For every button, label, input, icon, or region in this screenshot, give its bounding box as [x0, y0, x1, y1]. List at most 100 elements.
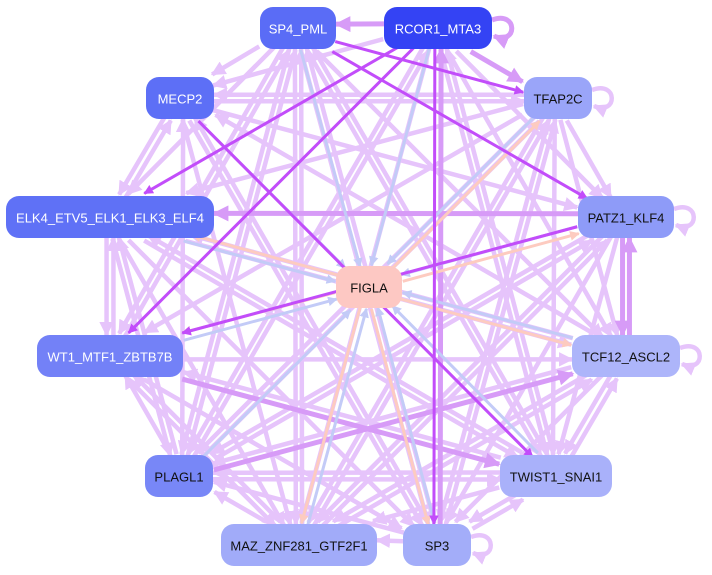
node-label: SP3 — [425, 539, 450, 554]
node-label: ELK4_ETV5_ELK1_ELK3_ELF4 — [16, 211, 204, 226]
edge-rcor1_mta3-to-figla — [369, 47, 431, 267]
edge-plagl1-to-figla — [201, 309, 352, 459]
edge-tcf12_ascl2-to-twist1_snai1 — [563, 374, 613, 455]
node-box[interactable] — [336, 266, 402, 308]
node-box[interactable] — [403, 524, 471, 566]
edge-sp4_pml-to-patz1_klf4 — [331, 50, 589, 200]
edge-maz-to-figla — [306, 307, 369, 526]
edge-sp4_pml-to-plagl1 — [177, 47, 292, 456]
edge-sp3-to-sp3 — [470, 533, 493, 565]
edge-sp3-to-plagl1 — [212, 478, 405, 535]
edge-plagl1-to-patz1_klf4 — [213, 238, 593, 462]
node-box[interactable] — [578, 196, 674, 238]
node-label: MAZ_ZNF281_GTF2F1 — [230, 539, 367, 554]
node-label: TFAP2C — [533, 92, 582, 107]
edge-plagl1-to-tcf12_ascl2 — [213, 369, 575, 473]
node-plagl1[interactable]: PLAGL1 — [145, 455, 213, 497]
edge-tfap2c-to-figla — [386, 115, 536, 265]
edge-patz1_klf4-to-plagl1 — [210, 233, 589, 456]
edge-twist1_snai1-to-sp4_pml — [310, 46, 549, 455]
edge-rcor1_mta3-to-tfap2c — [469, 49, 524, 84]
edge-twist1_snai1-to-maz — [371, 485, 500, 525]
edge-sp4_pml-to-tfap2c — [334, 40, 525, 95]
edge-tcf12_ascl2-to-figla — [401, 290, 574, 340]
node-box[interactable] — [37, 335, 183, 377]
edge-twist1_snai1-to-tcf12_ascl2 — [569, 377, 619, 458]
edge-twist1_snai1-to-figla — [391, 304, 539, 454]
edge-maz-to-wt1 — [132, 373, 283, 524]
edge-tcf12_ascl2-to-plagl1 — [210, 365, 572, 468]
node-label: PATZ1_KLF4 — [588, 211, 665, 226]
node-label: PLAGL1 — [154, 470, 203, 485]
edge-twist1_snai1-to-rcor1_mta3 — [442, 46, 556, 455]
node-box[interactable] — [146, 77, 214, 119]
edge-tfap2c-to-tfap2c — [591, 86, 614, 118]
node-twist1-snai1[interactable]: TWIST1_SNAI1 — [500, 455, 612, 497]
node-sp4-pml[interactable]: SP4_PML — [260, 7, 336, 49]
edge-sp4_pml-to-mecp2 — [210, 44, 261, 77]
edge-figla-to-patz1_klf4 — [402, 231, 580, 283]
node-tfap2c[interactable]: TFAP2C — [524, 77, 592, 119]
edge-maz-to-sp4_pml — [293, 47, 309, 524]
node-label: WT1_MTF1_ZBTB7B — [48, 350, 173, 365]
edge-tcf12_ascl2-to-tcf12_ascl2 — [679, 344, 702, 376]
edge-sp3-to-figla — [375, 306, 437, 524]
node-maz[interactable]: MAZ_ZNF281_GTF2F1 — [221, 524, 377, 566]
edge-elk4-to-mecp2 — [123, 119, 173, 199]
edge-figla-to-sp3 — [369, 308, 431, 526]
edge-figla-to-maz — [299, 306, 362, 525]
edge-plagl1-to-rcor1_mta3 — [191, 49, 431, 458]
edge-tfap2c-to-maz — [306, 116, 546, 524]
edge-sp3-to-rcor1_mta3 — [433, 47, 450, 525]
edge-sp3-to-mecp2 — [192, 116, 430, 524]
node-box[interactable] — [500, 455, 612, 497]
edge-rcor1_mta3-to-elk4 — [143, 45, 401, 195]
node-box[interactable] — [145, 455, 213, 497]
edge-wt1-to-maz — [126, 377, 277, 528]
node-elk4[interactable]: ELK4_ETV5_ELK1_ELK3_ELF4 — [6, 196, 214, 238]
node-box[interactable] — [384, 7, 492, 49]
node-box[interactable] — [524, 77, 592, 119]
node-label: TCF12_ASCL2 — [582, 350, 670, 365]
edge-tfap2c-to-patz1_klf4 — [564, 119, 613, 199]
node-box[interactable] — [6, 196, 214, 238]
edge-figla-to-elk4 — [191, 232, 338, 277]
node-box[interactable] — [572, 335, 680, 377]
edge-figla-to-tcf12_ascl2 — [400, 297, 573, 348]
edge-sp4_pml-to-maz — [288, 49, 304, 526]
node-label: TWIST1_SNAI1 — [510, 470, 602, 485]
node-figla[interactable]: FIGLA — [336, 266, 402, 308]
node-rcor1-mta3[interactable]: RCOR1_MTA3 — [384, 7, 492, 49]
edge-tcf12_ascl2-to-mecp2 — [214, 112, 593, 335]
edge-sp3-to-twist1_snai1 — [471, 497, 525, 531]
node-label: RCOR1_MTA3 — [395, 22, 481, 37]
edge-maz-to-tfap2c — [311, 119, 551, 527]
node-sp3[interactable]: SP3 — [403, 524, 471, 566]
edge-maz-to-patz1_klf4 — [320, 238, 610, 528]
edge-rcor1_mta3-to-sp3 — [429, 48, 439, 525]
node-label: SP4_PML — [269, 22, 328, 37]
node-label: FIGLA — [350, 281, 388, 296]
edge-maz-to-plagl1 — [213, 490, 267, 524]
edge-twist1_snai1-to-elk4 — [146, 233, 523, 455]
edge-wt1-to-sp4_pml — [122, 49, 291, 338]
node-mecp2[interactable]: MECP2 — [146, 77, 214, 119]
edge-elk4-to-twist1_snai1 — [143, 238, 520, 460]
node-patz1-klf4[interactable]: PATZ1_KLF4 — [578, 196, 674, 238]
edge-mecp2-to-elk4 — [117, 116, 167, 196]
edge-plagl1-to-mecp2 — [175, 117, 191, 456]
edge-tfap2c-to-wt1 — [143, 112, 524, 335]
edge-wt1-to-figla — [183, 296, 338, 342]
edge-tcf12_ascl2-to-maz — [331, 372, 589, 524]
edge-sp3-to-maz — [375, 533, 404, 548]
node-wt1[interactable]: WT1_MTF1_ZBTB7B — [37, 335, 183, 377]
node-box[interactable] — [260, 7, 336, 49]
node-label: MECP2 — [158, 92, 203, 107]
edge-sp4_pml-to-twist1_snai1 — [305, 49, 544, 458]
edge-wt1-to-twist1_snai1 — [181, 376, 501, 469]
node-tcf12-ascl2[interactable]: TCF12_ASCL2 — [572, 335, 680, 377]
node-box[interactable] — [221, 524, 377, 566]
edge-figla-to-tfap2c — [391, 120, 541, 270]
